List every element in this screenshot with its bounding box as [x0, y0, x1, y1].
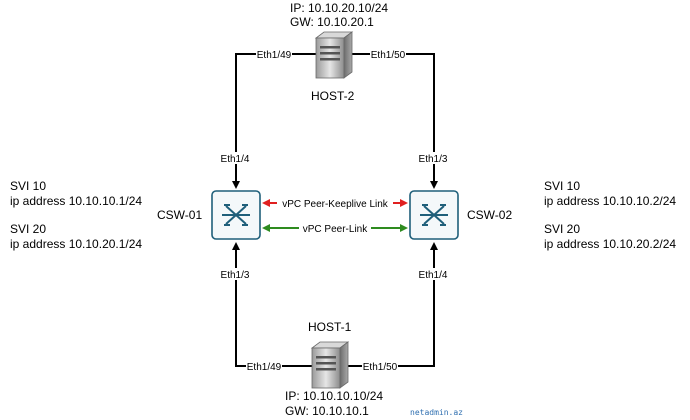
host1-ip: IP: 10.10.10.10/24 — [285, 389, 383, 403]
csw02-svi10: SVI 10 — [544, 179, 580, 193]
link-host2-csw02 — [350, 53, 438, 189]
host2-left-port: Eth1/49 — [257, 50, 292, 61]
host2-name: HOST-2 — [311, 89, 355, 103]
csw02-top-port: Eth1/3 — [419, 154, 448, 165]
csw02-bottom-port: Eth1/4 — [419, 270, 448, 281]
csw02-switch-icon — [409, 190, 459, 240]
host1-right-port: Eth1/50 — [363, 362, 398, 373]
link-host1-csw02 — [348, 242, 438, 367]
host2-server-icon — [314, 31, 354, 79]
csw01-svi10: SVI 10 — [10, 179, 46, 193]
csw02-svi20: SVI 20 — [544, 222, 580, 236]
csw01-top-port: Eth1/4 — [221, 154, 250, 165]
peerlink-label: vPC Peer-Link — [303, 224, 368, 235]
link-host2-csw01 — [232, 53, 316, 189]
csw01-svi20: SVI 20 — [10, 222, 46, 236]
csw01-name: CSW-01 — [157, 208, 202, 222]
watermark: netadmin.az — [410, 408, 463, 417]
host2-ip: IP: 10.10.20.10/24 — [290, 1, 388, 15]
csw01-svi20-ip: ip address 10.10.20.1/24 — [10, 237, 142, 251]
host2-gw: GW: 10.10.20.1 — [290, 15, 374, 29]
host2-right-port: Eth1/50 — [371, 50, 406, 61]
csw01-switch-icon — [211, 190, 261, 240]
host1-gw: GW: 10.10.10.1 — [285, 404, 369, 418]
host1-left-port: Eth1/49 — [247, 362, 282, 373]
csw02-svi20-ip: ip address 10.10.20.2/24 — [544, 237, 676, 251]
csw02-name: CSW-02 — [467, 208, 512, 222]
link-host1-csw01 — [232, 242, 312, 367]
host1-name: HOST-1 — [308, 320, 352, 334]
csw01-svi10-ip: ip address 10.10.10.1/24 — [10, 194, 142, 208]
csw02-svi10-ip: ip address 10.10.10.2/24 — [544, 194, 676, 208]
host1-server-icon — [310, 341, 350, 389]
csw01-bottom-port: Eth1/3 — [221, 270, 250, 281]
keepalive-label: vPC Peer-Keeplive Link — [282, 199, 389, 210]
